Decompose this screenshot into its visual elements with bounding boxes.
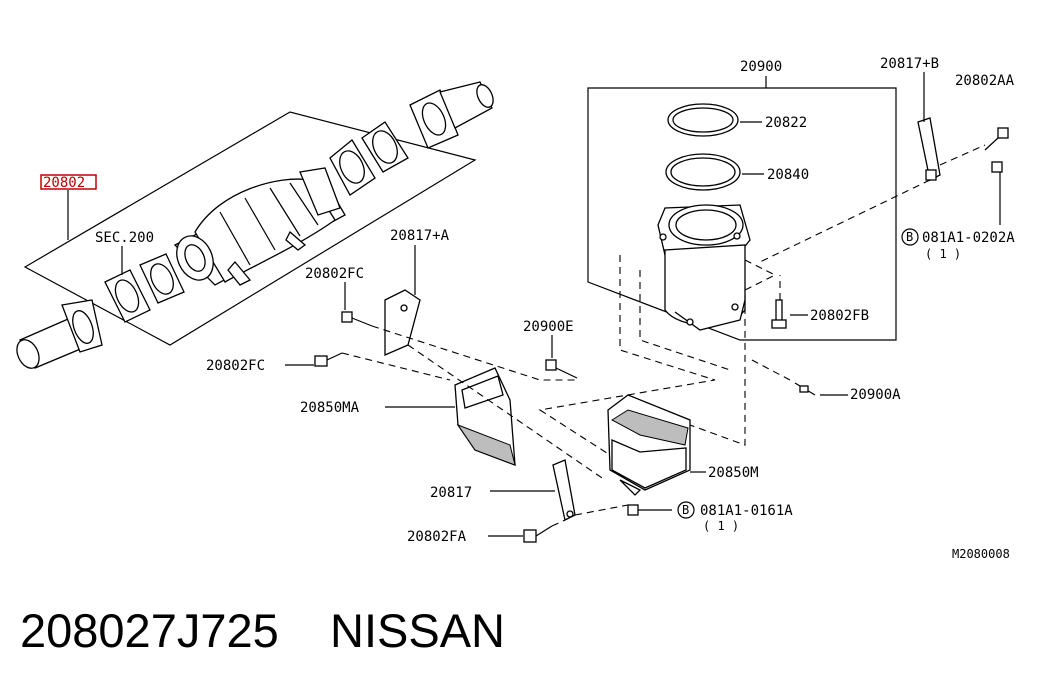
highlight-box — [40, 174, 97, 190]
label-20900A[interactable]: 20900A — [850, 387, 901, 403]
b-bottom-symbol-circle — [677, 501, 695, 519]
label-20817A[interactable]: 20817+A — [390, 228, 450, 244]
right-assembly-outline — [587, 87, 897, 341]
manifold-converter — [657, 204, 751, 331]
bolt-20802AA — [984, 127, 1009, 151]
label-20802AA[interactable]: 20802AA — [955, 73, 1015, 89]
gasket-right-2 — [361, 121, 409, 173]
heat-shield-20850M — [607, 394, 691, 496]
bracket-20817B — [917, 117, 941, 181]
b-top-symbol: B — [906, 230, 913, 244]
label-20840[interactable]: 20840 — [767, 167, 809, 183]
highlight-part-label: 20802 — [43, 175, 85, 191]
gasket-20840 — [665, 153, 741, 191]
label-20802FB[interactable]: 20802FB — [810, 308, 869, 324]
bolt-20900E — [545, 359, 578, 379]
gasket-left-1 — [104, 269, 151, 323]
gasket-20822 — [667, 103, 739, 137]
stud-20900A — [794, 382, 816, 396]
front-pipe — [16, 299, 103, 369]
b-top-symbol-circle — [901, 228, 919, 246]
label-20850M[interactable]: 20850M — [708, 465, 759, 481]
bracket-20817 — [552, 459, 576, 521]
label-081A1-0202A[interactable]: 081A1-0202A — [922, 230, 1015, 246]
brand-name: NISSAN — [330, 604, 505, 657]
bolt-20802FC-lower — [314, 352, 343, 367]
bolt-b-top — [991, 161, 1003, 225]
label-20802FC-lower[interactable]: 20802FC — [206, 358, 265, 374]
heat-shield-20850MA — [454, 367, 516, 466]
label-20802FA[interactable]: 20802FA — [407, 529, 467, 545]
label-20822[interactable]: 20822 — [765, 115, 807, 131]
b-bottom-symbol: B — [682, 503, 689, 517]
label-20802FC-upper[interactable]: 20802FC — [305, 266, 364, 282]
assembly-dash-lines — [341, 255, 791, 527]
rear-pipe — [409, 81, 494, 149]
qty-top: ( 1 ) — [925, 247, 961, 261]
label-20900[interactable]: 20900 — [740, 59, 782, 75]
bolt-20802FA — [523, 525, 553, 543]
label-20850MA[interactable]: 20850MA — [300, 400, 360, 416]
catalytic-converter — [173, 167, 346, 286]
left-assembly-outline — [23, 111, 477, 346]
bolt-20802FB — [771, 299, 787, 329]
label-20900E[interactable]: 20900E — [523, 319, 574, 335]
bracket-20817A — [384, 289, 421, 356]
label-20817[interactable]: 20817 — [430, 485, 472, 501]
diagram-code: M2080008 — [952, 547, 1010, 561]
sec200-label[interactable]: SEC.200 — [95, 230, 154, 246]
label-081A1-0161A[interactable]: 081A1-0161A — [700, 503, 793, 519]
bolt-b-bottom — [627, 504, 672, 516]
label-20817B[interactable]: 20817+B — [880, 56, 939, 72]
gasket-right-1 — [329, 139, 376, 196]
qty-bottom: ( 1 ) — [703, 519, 739, 533]
part-number: 208027J725 — [20, 604, 279, 657]
gasket-left-2 — [139, 253, 185, 304]
bolt-20802FC-upper — [341, 311, 373, 327]
